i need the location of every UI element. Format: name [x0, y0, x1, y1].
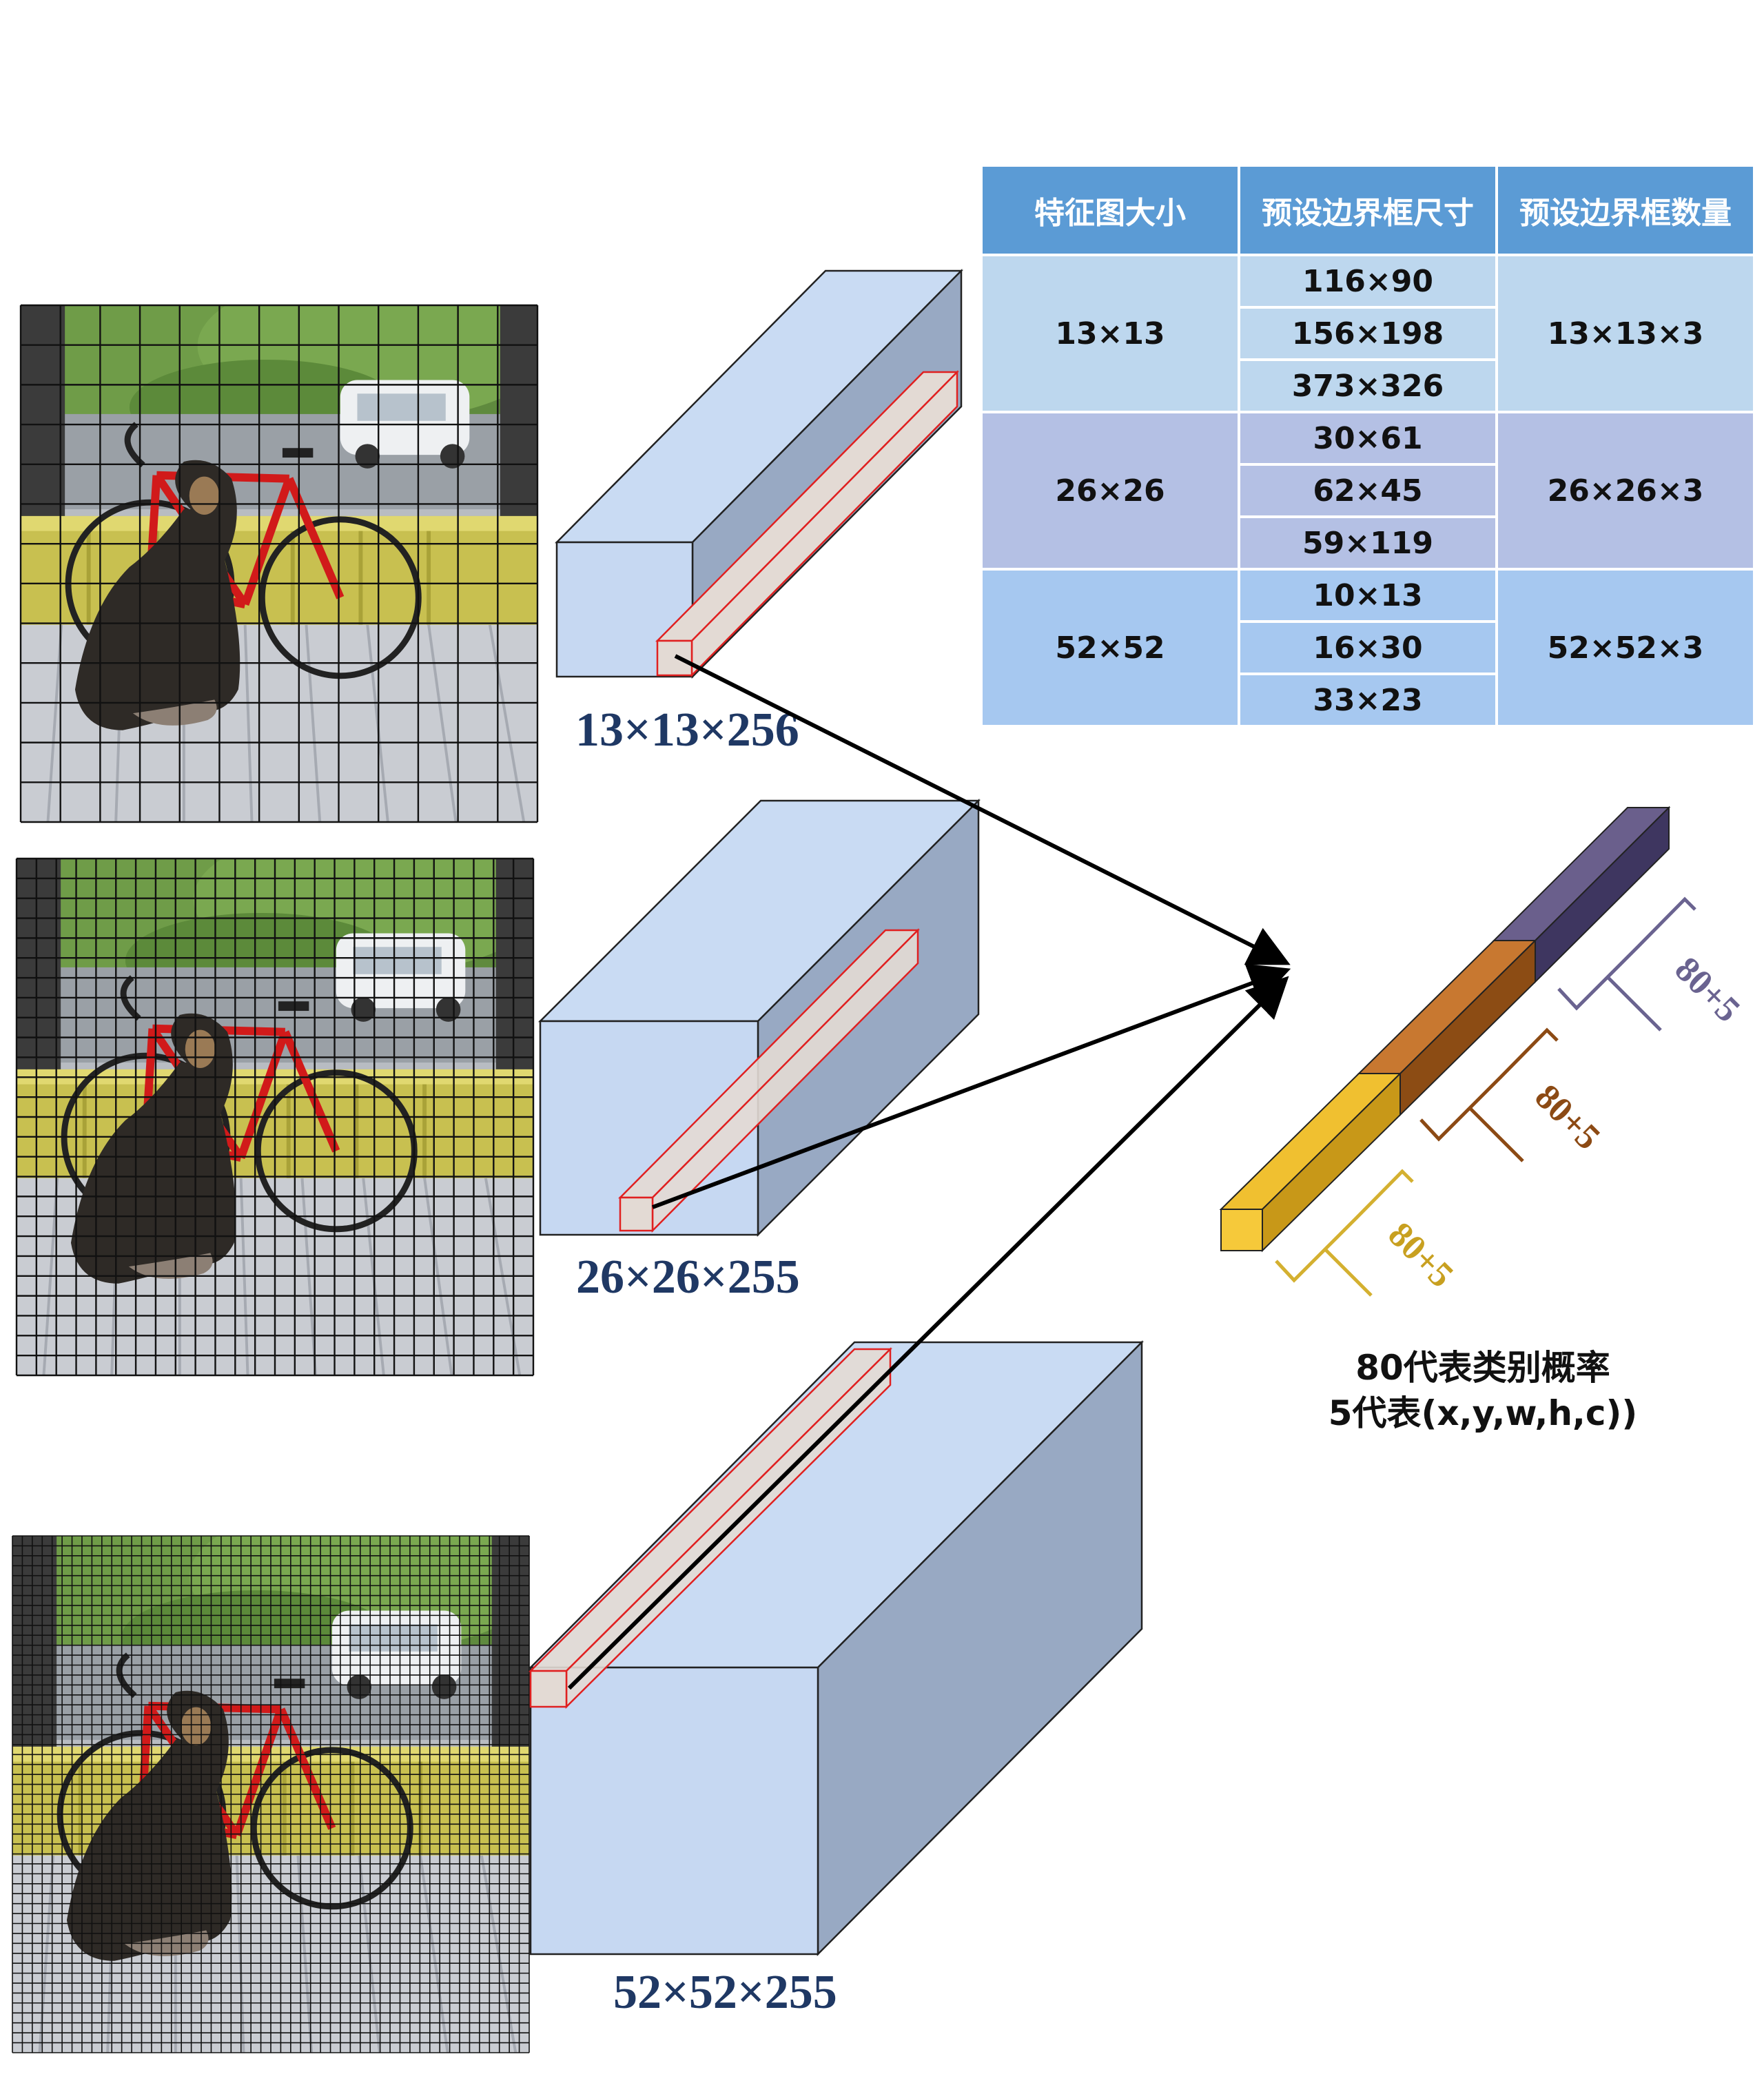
segment-2-label: 80+5 [1528, 1077, 1608, 1157]
anchor-size-cell: 10×13 [1240, 571, 1495, 620]
feature-map-label-13: 13×13×256 [575, 704, 799, 757]
header-anchor-size: 预设边界框尺寸 [1240, 167, 1495, 254]
segment-3-label: 80+5 [1668, 950, 1747, 1029]
feature-map-label-52: 52×52×255 [613, 1966, 837, 2019]
anchor-count-cell: 26×26×3 [1498, 413, 1753, 568]
segment-1-label: 80+5 [1381, 1215, 1461, 1295]
table-row: 52×52 10×13 52×52×3 [983, 571, 1753, 620]
input-image-26 [0, 825, 547, 1375]
feature-map-52: 52×52×255 [531, 1342, 1142, 2019]
anchor-size-cell: 156×198 [1240, 309, 1495, 358]
caption-line-1: 80代表类别概率 [1355, 1348, 1610, 1388]
anchor-size-cell: 33×23 [1240, 675, 1495, 725]
anchor-size-cell: 116×90 [1240, 256, 1495, 306]
table-row: 13×13 116×90 13×13×3 [983, 256, 1753, 306]
anchor-size-cell: 62×45 [1240, 466, 1495, 515]
feature-map-label-26: 26×26×255 [576, 1251, 800, 1304]
segment-1-front [1221, 1209, 1262, 1251]
anchor-size-cell: 16×30 [1240, 623, 1495, 673]
anchor-count-cell: 52×52×3 [1498, 571, 1753, 725]
header-feature-size: 特征图大小 [983, 167, 1238, 254]
strip-front [531, 1671, 566, 1707]
strip-front [620, 1198, 653, 1231]
anchor-size-cell: 373×326 [1240, 361, 1495, 411]
table-header-row: 特征图大小 预设边界框尺寸 预设边界框数量 [983, 167, 1753, 254]
feature-size-cell: 13×13 [983, 256, 1238, 411]
anchor-size-cell: 59×119 [1240, 518, 1495, 568]
box-front [531, 1668, 818, 1954]
anchor-count-cell: 13×13×3 [1498, 256, 1753, 411]
feature-size-cell: 52×52 [983, 571, 1238, 725]
output-vector: 80+5 80+5 80+5 [1221, 808, 1747, 1295]
caption-line-2: 5代表(x,y,w,h,c)) [1329, 1393, 1638, 1433]
input-image-13 [0, 271, 551, 822]
header-anchor-count: 预设边界框数量 [1498, 167, 1753, 254]
anchor-size-cell: 30×61 [1240, 413, 1495, 463]
input-image-52 [0, 1502, 543, 2053]
feature-map-26: 26×26×255 [540, 801, 978, 1304]
feature-map-13: 13×13×256 [557, 271, 961, 757]
strip-front [657, 641, 692, 675]
anchor-table: 特征图大小 预设边界框尺寸 预设边界框数量 13×13 116×90 13×13… [980, 164, 1756, 728]
feature-size-cell: 26×26 [983, 413, 1238, 568]
table-row: 26×26 30×61 26×26×3 [983, 413, 1753, 463]
